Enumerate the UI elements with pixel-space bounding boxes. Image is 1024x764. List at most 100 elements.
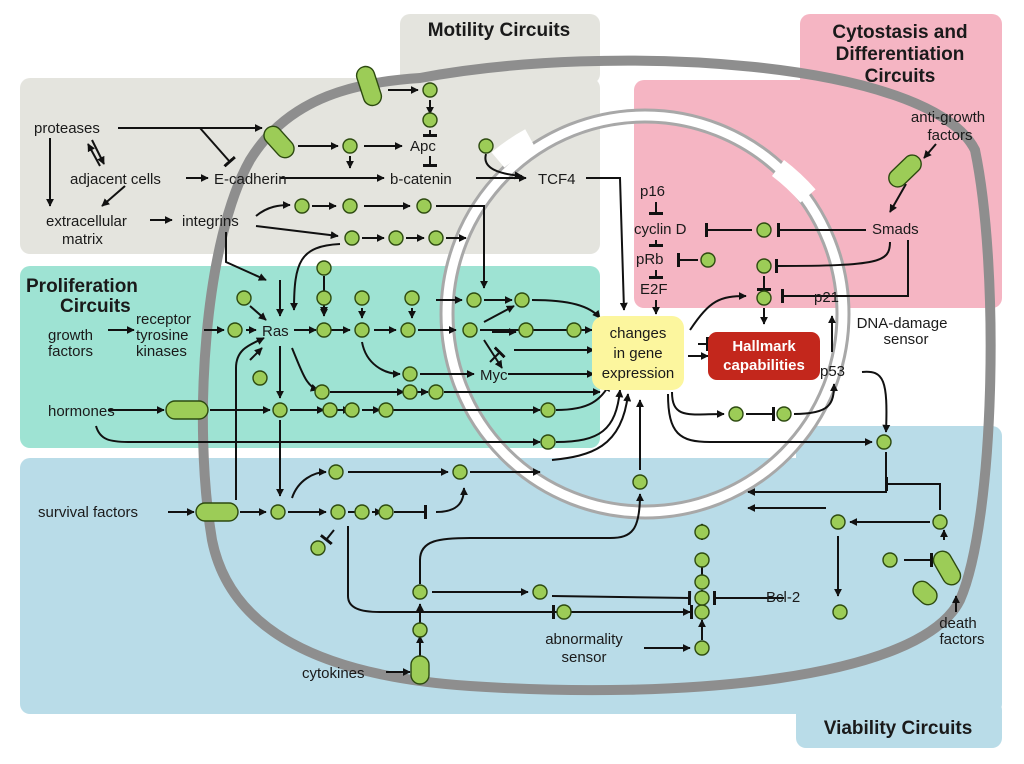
node-ras-feedback [252, 370, 268, 386]
node-survival-7 [632, 474, 648, 490]
death-factors-label-line2: factors [939, 631, 984, 648]
node-myc-upstream [402, 366, 418, 382]
receptors [165, 65, 962, 685]
changes-line2: in gene [613, 345, 662, 362]
p16-label: p16 [640, 183, 665, 200]
node-p21-upstream [756, 258, 772, 274]
node-survival-4 [378, 504, 394, 520]
prb-label: pRb [636, 251, 664, 268]
proteases-label: proteases [34, 120, 100, 137]
node-hormone-2 [322, 402, 338, 418]
e2f-label: E2F [640, 281, 668, 298]
node-apoptosis-7 [694, 552, 710, 568]
node-ras-down-5 [518, 322, 534, 338]
node-integrin-b2 [388, 230, 404, 246]
hallmark-line1: Hallmark [732, 338, 796, 355]
smads-label: Smads [872, 221, 919, 238]
node-p53-target-1 [728, 406, 744, 422]
node-death-4 [832, 604, 848, 620]
node-apc-upstream-1 [422, 82, 438, 98]
node-p53-target-2 [776, 406, 792, 422]
node-hormone-1 [272, 402, 288, 418]
anti-growth-label-line2: factors [927, 127, 972, 144]
myc-label: Myc [480, 367, 508, 384]
cytostasis-header-line3: Circuits [865, 66, 936, 87]
node-hormone-6 [540, 434, 556, 450]
extracellular-label-line2: matrix [62, 231, 103, 248]
node-apoptosis-2 [556, 604, 572, 620]
node-pi3k-3 [428, 384, 444, 400]
anti-growth-receptor [888, 154, 922, 188]
b-catenin-label: b-catenin [390, 171, 452, 188]
node-hormone-3 [344, 402, 360, 418]
motility-membrane-receptor [355, 65, 383, 107]
rtk-label-line3: kinases [136, 343, 187, 360]
node-p21-regulator [756, 290, 772, 306]
node-rtk-adapter [227, 322, 243, 338]
node-death-1 [830, 514, 846, 530]
changes-line3: expression [602, 365, 675, 382]
apc-label: Apc [410, 138, 436, 155]
node-tcf4-upstream [478, 138, 494, 154]
abnormality-label-line2: sensor [561, 649, 606, 666]
node-ras-down-4 [462, 322, 478, 338]
node-survival-5 [328, 464, 344, 480]
proliferation-region [20, 266, 600, 448]
node-apoptosis-6 [694, 574, 710, 590]
p53-label: p53 [820, 363, 845, 380]
node-prolif-top-2 [316, 290, 332, 306]
motility-header: Motility Circuits [428, 20, 571, 41]
node-pi3k-1 [314, 384, 330, 400]
node-apoptosis-4 [694, 640, 710, 656]
nucleus-envelope-inner [442, 111, 848, 517]
node-ras-upstream-1 [236, 290, 252, 306]
e-cadherin-receptor [263, 125, 295, 159]
node-integrin-b3 [428, 230, 444, 246]
hallmark-line2: capabilities [723, 357, 805, 374]
extracellular-label-line1: extracellular [46, 213, 127, 230]
rtk-label-line2: tyrosine [136, 327, 189, 344]
node-survival-2 [330, 504, 346, 520]
node-pi3k-2 [402, 384, 418, 400]
changes-line1: changes [610, 325, 667, 342]
dna-damage-label-line2: sensor [883, 331, 928, 348]
hallmark-capabilities-box [708, 332, 820, 380]
node-p53-target-3 [876, 434, 892, 450]
cytostasis-header-line2: Differentiation [836, 44, 965, 65]
death-factors-label-line1: death [939, 615, 977, 632]
growth-factors-label-line1: growth [48, 327, 93, 344]
cell-membrane [197, 55, 996, 696]
ras-label: Ras [262, 323, 289, 340]
dna-damage-label-line1: DNA-damage [857, 315, 948, 332]
survival-factors-label: survival factors [38, 504, 138, 521]
node-apoptosis-8 [694, 524, 710, 540]
node-integrin-a3 [416, 198, 432, 214]
node-apoptosis-5 [694, 590, 710, 606]
node-integrin-a1 [294, 198, 310, 214]
node-ras-down-2 [354, 322, 370, 338]
node-ras-down-3 [400, 322, 416, 338]
viability-upper-tab [796, 426, 1002, 486]
regions [20, 14, 1002, 748]
bcl2-label: Bcl-2 [766, 589, 800, 606]
p21-label: p21 [814, 289, 839, 306]
viability-region [20, 458, 1002, 714]
node-cytokine-2 [412, 622, 428, 638]
node-hormone-5 [540, 402, 556, 418]
tcf4-label: TCF4 [538, 171, 576, 188]
death-receptor-upper [932, 550, 962, 586]
node-death-3 [882, 552, 898, 568]
growth-factors-label-line2: factors [48, 343, 93, 360]
node-motility-1 [342, 138, 358, 154]
node-survival-6 [452, 464, 468, 480]
node-survival-3 [354, 504, 370, 520]
cytokine-receptor [410, 655, 430, 685]
pathway-wires [46, 86, 960, 676]
node-prolif-top-3 [354, 290, 370, 306]
viability-footer-tab [796, 700, 1002, 748]
node-integrin-b1 [344, 230, 360, 246]
node-hormone-4 [378, 402, 394, 418]
death-receptor-lower [912, 580, 938, 606]
node-ras-down-1 [316, 322, 332, 338]
motility-region [20, 78, 600, 254]
